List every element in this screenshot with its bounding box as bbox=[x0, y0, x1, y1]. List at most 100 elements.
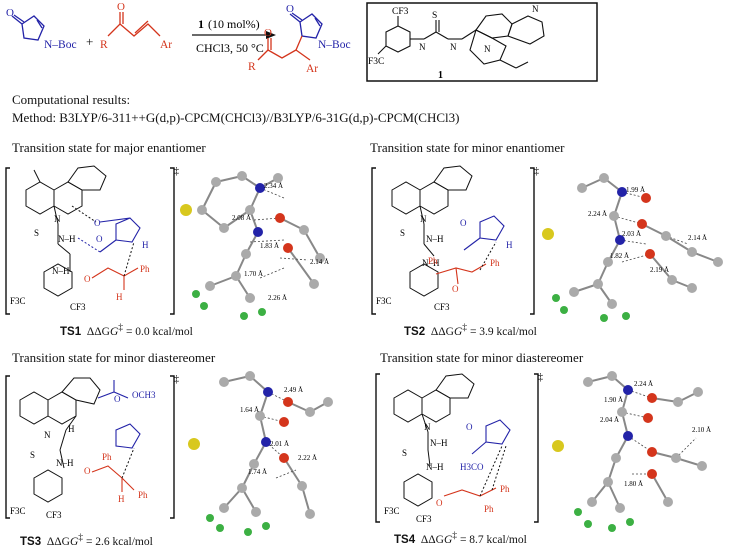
ts3-och3: OCH3 bbox=[132, 390, 156, 400]
svg-text:S: S bbox=[400, 228, 405, 238]
svg-text:O: O bbox=[94, 218, 101, 228]
svg-text:1.82 Å: 1.82 Å bbox=[610, 252, 629, 260]
svg-text:1.83 Å: 1.83 Å bbox=[260, 242, 279, 250]
svg-text:N–H: N–H bbox=[58, 234, 76, 244]
ts3-caption: TS3 ΔΔGG‡ = 2.6 kcal/mol bbox=[20, 532, 153, 548]
svg-text:S: S bbox=[402, 448, 407, 458]
svg-text:O: O bbox=[264, 27, 272, 39]
svg-text:N–H: N–H bbox=[426, 462, 444, 472]
svg-text:2.34 Å: 2.34 Å bbox=[264, 182, 283, 190]
svg-text:N–H: N–H bbox=[56, 458, 74, 468]
svg-text:Ph: Ph bbox=[490, 258, 500, 268]
catalyst-bold: 1 bbox=[198, 17, 204, 31]
reactant2-ar: Ar bbox=[160, 39, 172, 51]
svg-text:2.49 Å: 2.49 Å bbox=[284, 386, 303, 394]
svg-text:F3C: F3C bbox=[384, 506, 400, 516]
product-structure bbox=[257, 12, 323, 61]
ts2-caption: TS2 ΔΔGG‡ = 3.9 kcal/mol bbox=[404, 322, 537, 338]
product-r: R bbox=[248, 61, 256, 73]
ts4-h3co: H3CO bbox=[460, 462, 484, 472]
svg-text:N: N bbox=[424, 422, 431, 432]
svg-text:1.70 Å: 1.70 Å bbox=[244, 270, 263, 278]
svg-text:2.14 Å: 2.14 Å bbox=[310, 258, 329, 266]
svg-text:CF3: CF3 bbox=[46, 510, 62, 520]
svg-text:1.74 Å: 1.74 Å bbox=[248, 468, 267, 476]
cat-nh2: N bbox=[450, 42, 457, 52]
svg-text:Ph: Ph bbox=[484, 504, 494, 514]
svg-text:N–H: N–H bbox=[422, 258, 440, 268]
svg-text:O: O bbox=[286, 3, 294, 15]
svg-text:Ph: Ph bbox=[138, 490, 148, 500]
svg-text:2.03 Å: 2.03 Å bbox=[622, 230, 641, 238]
svg-text:N–H: N–H bbox=[426, 234, 444, 244]
svg-text:O: O bbox=[460, 218, 467, 228]
svg-text:H: H bbox=[116, 292, 123, 302]
ts3-structure: O OCH3 N H S N–H O Ph Ph H F3C CF3 ‡ bbox=[5, 374, 179, 520]
svg-text:2.26 Å: 2.26 Å bbox=[268, 294, 287, 302]
svg-text:2.08 Å: 2.08 Å bbox=[232, 214, 251, 222]
ts1-f3c: F3C bbox=[10, 296, 26, 306]
svg-text:CF3: CF3 bbox=[416, 514, 432, 524]
reactant2-r: R bbox=[100, 39, 108, 51]
svg-text:Ph: Ph bbox=[428, 256, 438, 266]
svg-text:O: O bbox=[96, 234, 103, 244]
svg-text:H: H bbox=[118, 494, 125, 504]
ts1-3d-model: 2.34 Å 2.08 Å 1.83 Å 1.70 Å 2.14 Å 2.26 … bbox=[180, 171, 329, 320]
svg-text:2.04 Å: 2.04 Å bbox=[600, 416, 619, 424]
ts2-3d-model: 1.99 Å 2.24 Å 2.03 Å 1.82 Å 2.14 Å 2.19 … bbox=[542, 173, 723, 322]
svg-text:‡: ‡ bbox=[534, 166, 539, 177]
svg-text:CF3: CF3 bbox=[434, 302, 450, 312]
svg-text:O: O bbox=[466, 422, 473, 432]
svg-text:H: H bbox=[506, 240, 513, 250]
cat-nh1: N bbox=[419, 42, 426, 52]
ts3-section-title: Transition state for minor diastereomer bbox=[12, 350, 216, 365]
ts3-3d-model: 2.49 Å 1.64 Å 2.01 Å 1.74 Å 2.22 Å bbox=[188, 371, 333, 536]
svg-text:F3C: F3C bbox=[10, 506, 26, 516]
svg-text:N–H: N–H bbox=[430, 438, 448, 448]
svg-text:O: O bbox=[84, 466, 91, 476]
svg-text:H: H bbox=[68, 424, 75, 434]
svg-text:N: N bbox=[44, 430, 51, 440]
reactant-pyrrolinone bbox=[11, 14, 45, 41]
cat-cf3-left: F3C bbox=[368, 57, 384, 67]
svg-text:N: N bbox=[484, 44, 491, 54]
ts4-structure: O H3CO N N–H S N–H O Ph Ph F3C CF3 ‡ bbox=[375, 372, 543, 524]
svg-text:N–H: N–H bbox=[52, 266, 70, 276]
svg-text:2.22 Å: 2.22 Å bbox=[298, 454, 317, 462]
ts1-cf3: CF3 bbox=[70, 302, 86, 312]
svg-text:1.90 Å: 1.90 Å bbox=[604, 396, 623, 404]
ts1-section-title: Transition state for major enantiomer bbox=[12, 140, 206, 155]
svg-text:2.19 Å: 2.19 Å bbox=[650, 266, 669, 274]
svg-text:H: H bbox=[142, 240, 149, 250]
svg-text:1.80 Å: 1.80 Å bbox=[624, 480, 643, 488]
enone-o: O bbox=[117, 1, 125, 13]
svg-text:F3C: F3C bbox=[376, 296, 392, 306]
reactant1-label: N–Boc bbox=[44, 39, 77, 51]
reactant-enone bbox=[107, 12, 161, 37]
ts2-structure: O H N N–H N–H S Ph Ph O F3C CF3 ‡ bbox=[371, 165, 539, 315]
svg-text:2.24 Å: 2.24 Å bbox=[588, 210, 607, 218]
conditions: CHCl3, 50 °C bbox=[196, 41, 264, 55]
ts2-section-title: Transition state for minor enantiomer bbox=[370, 140, 565, 155]
ts1-s: S bbox=[34, 228, 39, 238]
svg-text:N: N bbox=[532, 4, 539, 14]
svg-text:1.99 Å: 1.99 Å bbox=[626, 186, 645, 194]
computational-heading: Computational results: bbox=[12, 92, 131, 107]
svg-text:Ph: Ph bbox=[102, 452, 112, 462]
svg-text:S: S bbox=[30, 450, 35, 460]
product-ar: Ar bbox=[306, 63, 318, 75]
svg-text:Ph: Ph bbox=[500, 484, 510, 494]
svg-text:1.64 Å: 1.64 Å bbox=[240, 406, 259, 414]
ts1-caption: TS1 ΔΔGG‡ = 0.0 kcal/mol bbox=[60, 322, 193, 338]
product-n: N–Boc bbox=[318, 39, 351, 51]
svg-text:‡: ‡ bbox=[538, 372, 543, 383]
svg-text:O: O bbox=[452, 284, 459, 294]
svg-text:2.01 Å: 2.01 Å bbox=[270, 440, 289, 448]
ts1-ph: Ph bbox=[140, 264, 150, 274]
cat-s: S bbox=[432, 11, 437, 21]
computational-method: Method: B3LYP/6-311++G(d,p)-CPCM(CHCl3)/… bbox=[12, 110, 460, 125]
svg-text:N: N bbox=[54, 214, 61, 224]
oxo-label: O bbox=[6, 7, 14, 19]
ts4-caption: TS4 ΔΔGG‡ = 8.7 kcal/mol bbox=[394, 530, 527, 546]
svg-text:O: O bbox=[436, 498, 443, 508]
